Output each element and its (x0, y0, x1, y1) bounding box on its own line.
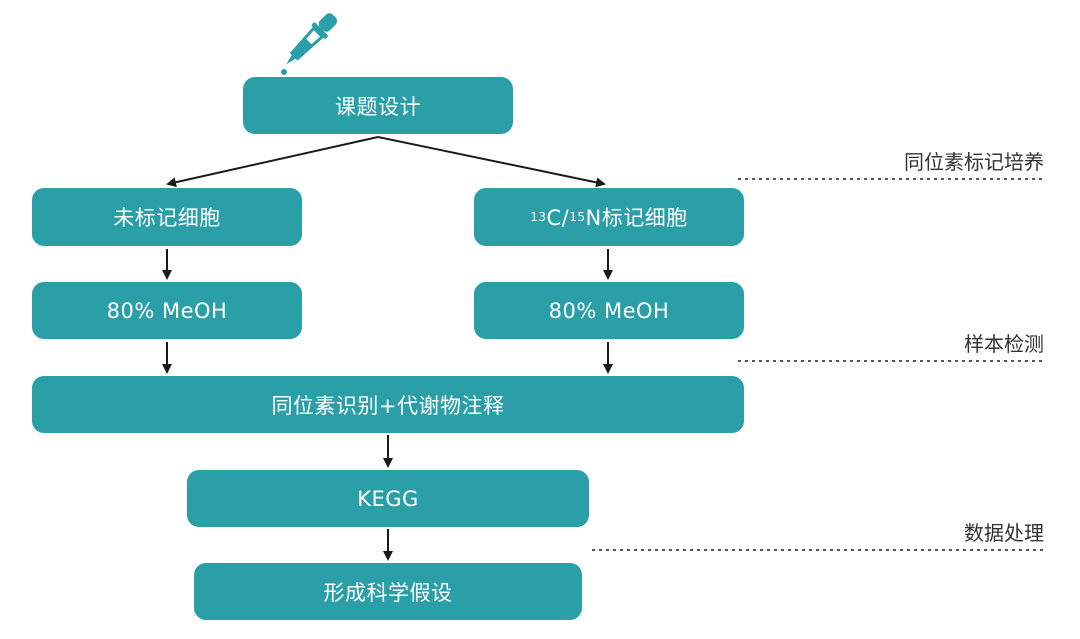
pipette-icon (281, 13, 338, 75)
node-meoh-left: 80% MeOH (32, 282, 302, 339)
node-labeled-cells-label: 13C/15N标记细胞 (530, 202, 688, 232)
arrow-design-to-labeled (377, 136, 606, 188)
stage-label-data-processing: 数据处理 (964, 521, 1044, 545)
arrow-design-to-unlabeled (166, 136, 379, 188)
node-meoh-right-label: 80% MeOH (548, 298, 670, 323)
node-unlabeled-cells: 未标记细胞 (32, 188, 302, 246)
node-isotope-identification-label: 同位素识别+代谢物注释 (271, 393, 505, 418)
node-kegg-label: KEGG (357, 486, 419, 511)
node-hypothesis-label: 形成科学假设 (323, 580, 453, 605)
node-isotope-identification: 同位素识别+代谢物注释 (32, 376, 744, 433)
stage-label-detection: 样本检测 (964, 332, 1044, 356)
node-meoh-left-label: 80% MeOH (106, 298, 228, 323)
node-topic-design-label: 课题设计 (335, 94, 421, 119)
node-unlabeled-cells-label: 未标记细胞 (113, 206, 221, 230)
isotope-c13-mass: 13 (530, 210, 547, 224)
node-labeled-cells: 13C/15N标记细胞 (474, 188, 744, 246)
stage-label-culture: 同位素标记培养 (904, 150, 1044, 174)
node-meoh-right: 80% MeOH (474, 282, 744, 339)
isotope-n-label: N标记细胞 (585, 206, 688, 230)
node-hypothesis: 形成科学假设 (194, 563, 582, 620)
node-topic-design: 课题设计 (243, 77, 513, 134)
node-kegg: KEGG (187, 470, 589, 527)
isotope-n15-mass: 15 (569, 210, 586, 224)
isotope-c-symbol: C/ (546, 206, 570, 230)
